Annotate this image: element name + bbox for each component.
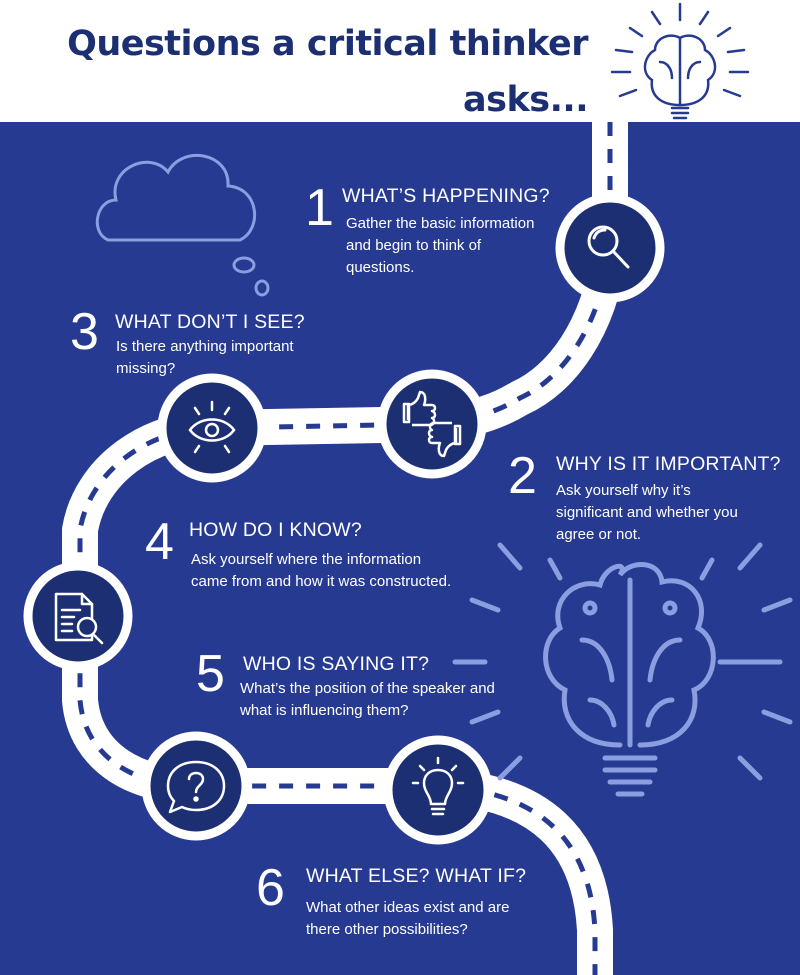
step-heading: HOW DO I KNOW?: [189, 519, 362, 541]
step-6: 6 WHAT ELSE? WHAT IF? What other ideas e…: [256, 862, 546, 952]
step-2-icon-circle: [377, 369, 487, 479]
eye-icon: [188, 400, 236, 454]
step-6-icon-circle: [383, 735, 493, 845]
step-heading: WHAT’S HAPPENING?: [342, 185, 550, 207]
step-number: 5: [196, 645, 225, 703]
step-number: 2: [508, 447, 537, 505]
step-number: 6: [256, 859, 285, 917]
step-description: What other ideas exist and are there oth…: [306, 899, 510, 938]
lightbulb-icon: [411, 756, 465, 816]
step-description: Ask yourself where the information came …: [191, 551, 452, 590]
step-1: 1 WHAT’S HAPPENING? Gather the basic inf…: [305, 182, 565, 282]
brain-bulb-icon: [452, 542, 793, 797]
step-3-icon-circle: [157, 373, 267, 483]
step-1-icon-circle: [555, 193, 665, 303]
magnifier-icon: [587, 225, 630, 269]
step-3: 3 WHAT DON’T I SEE? Is there anything im…: [70, 306, 360, 386]
step-description: Is there anything important missing?: [116, 338, 294, 377]
step-4-icon-circle: [23, 561, 133, 671]
step-number: 4: [145, 513, 174, 571]
step-description: Ask yourself why it’s significant and wh…: [556, 482, 738, 543]
step-2: 2 WHY IS IT IMPORTANT? Ask yourself why …: [508, 450, 798, 550]
step-description: What’s the position of the speaker and w…: [240, 680, 495, 719]
step-4: 4 HOW DO I KNOW? Ask yourself where the …: [145, 516, 465, 616]
page-title: Questions a critical thinker asks...: [67, 24, 588, 120]
thumbs-up-down-icon: [402, 390, 462, 458]
brain-bulb-small-icon: [610, 2, 750, 120]
road-path: [62, 122, 628, 975]
step-description: Gather the basic information and begin t…: [346, 215, 535, 276]
step-heading: WHY IS IT IMPORTANT?: [556, 453, 781, 475]
speech-question-icon: [166, 760, 226, 814]
step-number: 1: [305, 179, 334, 237]
thought-cloud-icon: [95, 154, 270, 297]
step-5: 5 WHO IS SAYING IT? What’s the position …: [196, 648, 536, 728]
document-search-icon: [54, 592, 104, 645]
step-heading: WHO IS SAYING IT?: [243, 653, 430, 675]
step-heading: WHAT DON’T I SEE?: [115, 311, 305, 333]
step-number: 3: [70, 303, 99, 361]
step-5-icon-circle: [141, 731, 251, 841]
step-heading: WHAT ELSE? WHAT IF?: [306, 865, 527, 887]
blue-background-panel: [0, 122, 800, 975]
